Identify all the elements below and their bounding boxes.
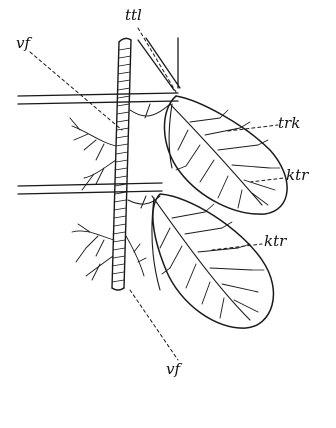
right-tracheoles (126, 236, 146, 276)
label-trk: trk (278, 116, 300, 131)
upper-gill (164, 96, 287, 214)
tracheal-trunk (112, 38, 131, 290)
label-ktr-lower: ktr (264, 234, 286, 249)
label-vf-top: vf (16, 36, 30, 51)
leader-lines (30, 28, 284, 360)
label-ktr-upper: ktr (286, 168, 308, 183)
label-vf-bottom: vf (166, 362, 180, 377)
left-tracheoles (70, 118, 116, 280)
leader-ttl (138, 28, 176, 92)
leader-vf-top (30, 52, 122, 130)
leader-vf-bottom (130, 290, 178, 360)
label-ttl: ttl (125, 8, 142, 23)
body-segment-lines (18, 93, 178, 194)
leader-ktr-upper (250, 178, 284, 182)
connecting-tracheoles (128, 104, 170, 208)
leader-trk (228, 125, 278, 131)
